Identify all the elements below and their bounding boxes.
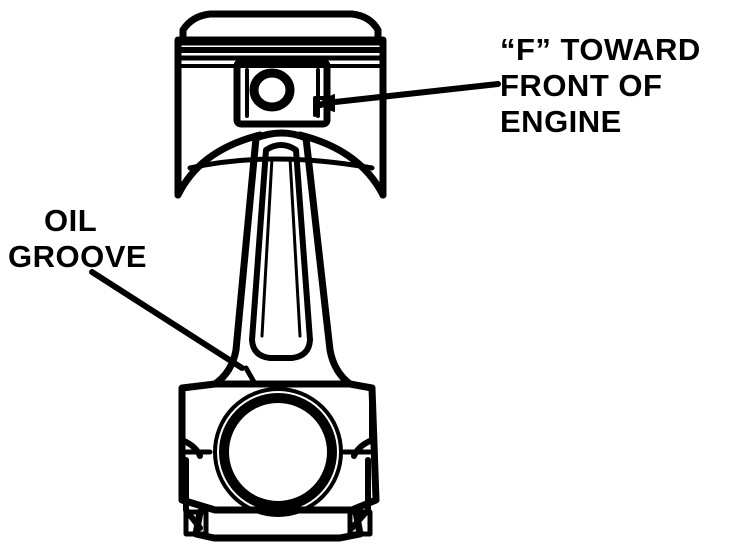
callout-f-toward-front: “F” TOWARD FRONT OF ENGINE <box>500 32 701 140</box>
crank-bore <box>219 393 337 511</box>
big-end-outline <box>178 380 380 514</box>
cap-bottom <box>192 508 364 542</box>
pin-boss-inner <box>245 68 320 118</box>
leader-lines <box>89 81 501 371</box>
bolt-nut-left <box>183 509 209 537</box>
arrowhead-f-mark <box>317 94 335 112</box>
piston-skirt <box>174 36 387 199</box>
rod-beam-left <box>211 134 260 388</box>
piston-skirt-bottom <box>174 131 387 199</box>
rod-web-inner <box>260 156 302 338</box>
rod-small-end <box>252 129 310 142</box>
piston <box>174 10 387 199</box>
callout-oil-line-2: GROOVE <box>8 239 148 274</box>
connecting-rod <box>211 129 354 388</box>
rod-web-channel <box>249 142 313 361</box>
leader-oil-groove <box>89 269 245 371</box>
rod-big-end <box>178 380 380 542</box>
f-mark <box>313 96 325 117</box>
bolt-nut-right <box>347 509 373 537</box>
oil-groove-notch <box>243 365 257 385</box>
callout-oil-groove: OIL GROOVE <box>8 203 147 275</box>
piston-crown <box>179 10 382 44</box>
callout-oil-line-1: OIL <box>44 203 98 238</box>
pin-boss <box>233 58 331 128</box>
bearing-shell <box>213 387 343 517</box>
piston-skirt-inner <box>187 156 375 171</box>
piston-pin <box>249 68 295 112</box>
callout-f-line-1: “F” TOWARD <box>500 32 701 67</box>
callout-f-line-3: ENGINE <box>500 104 622 139</box>
leader-f-mark <box>323 81 501 106</box>
rod-beam-right <box>302 134 354 388</box>
callout-f-line-2: FRONT OF <box>500 68 663 103</box>
